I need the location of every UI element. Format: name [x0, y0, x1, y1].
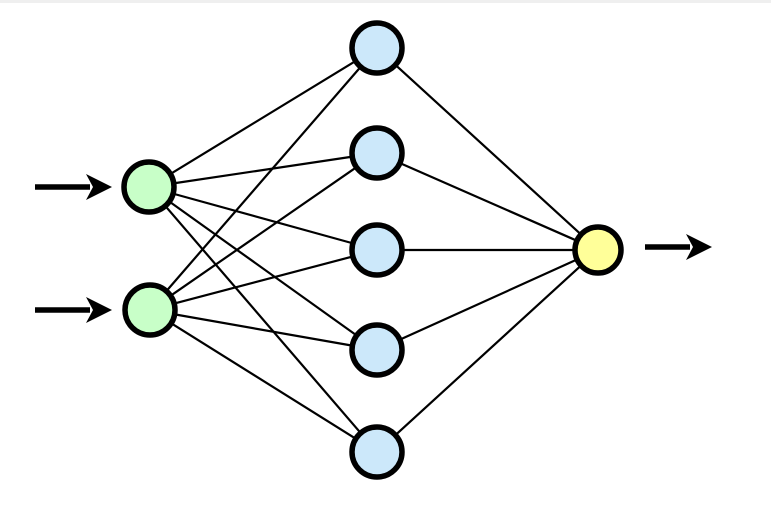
edge-hidden-node-5-to-output-node-1	[392, 263, 584, 438]
hidden-node-3-circle[interactable]	[349, 222, 405, 278]
hidden-node-3[interactable]	[349, 222, 405, 278]
edge-hidden-node-4-to-output-node-1	[396, 257, 580, 342]
output-arrow-1-icon	[645, 234, 712, 260]
edge-input-node-1-to-hidden-node-5	[162, 203, 364, 436]
edge-input-node-2-to-hidden-node-4	[171, 312, 356, 348]
hidden-node-1-circle[interactable]	[349, 20, 405, 76]
input-node-1[interactable]	[121, 159, 177, 215]
hidden-node-5-circle[interactable]	[349, 424, 405, 480]
hidden-node-5[interactable]	[349, 424, 405, 480]
edge-input-node-1-to-hidden-node-4	[166, 199, 360, 338]
arrows-group	[35, 174, 712, 323]
edge-input-node-1-to-hidden-node-3	[170, 192, 356, 245]
input-arrow-1-icon	[35, 174, 112, 200]
top-band-divider	[0, 0, 771, 3]
edge-input-node-2-to-hidden-node-3	[171, 254, 356, 306]
output-node-1[interactable]	[572, 224, 624, 276]
hidden-node-2-circle[interactable]	[349, 125, 405, 181]
output-arrow-1-head	[686, 234, 712, 260]
edge-input-node-2-to-hidden-node-1	[163, 64, 364, 294]
hidden-node-4-circle[interactable]	[349, 322, 405, 378]
input-arrow-2-icon	[35, 297, 112, 323]
output-node-1-circle[interactable]	[572, 224, 624, 276]
input-arrow-1-head	[86, 174, 112, 200]
input-arrow-2-head	[86, 297, 112, 323]
hidden-node-2[interactable]	[349, 125, 405, 181]
input-node-1-circle[interactable]	[121, 159, 177, 215]
edge-input-node-1-to-hidden-node-1	[167, 58, 359, 177]
hidden-node-4[interactable]	[349, 322, 405, 378]
input-node-2-circle[interactable]	[122, 282, 178, 338]
nodes-group	[121, 20, 624, 480]
edge-hidden-node-1-to-output-node-1	[392, 62, 584, 237]
edge-hidden-node-2-to-output-node-1	[396, 161, 580, 243]
edge-input-node-2-to-hidden-node-2	[167, 164, 360, 299]
hidden-node-1[interactable]	[349, 20, 405, 76]
edge-input-node-2-to-hidden-node-5	[168, 321, 359, 441]
input-node-2[interactable]	[122, 282, 178, 338]
edges-group	[162, 58, 584, 441]
edge-input-node-1-to-hidden-node-2	[170, 155, 356, 185]
